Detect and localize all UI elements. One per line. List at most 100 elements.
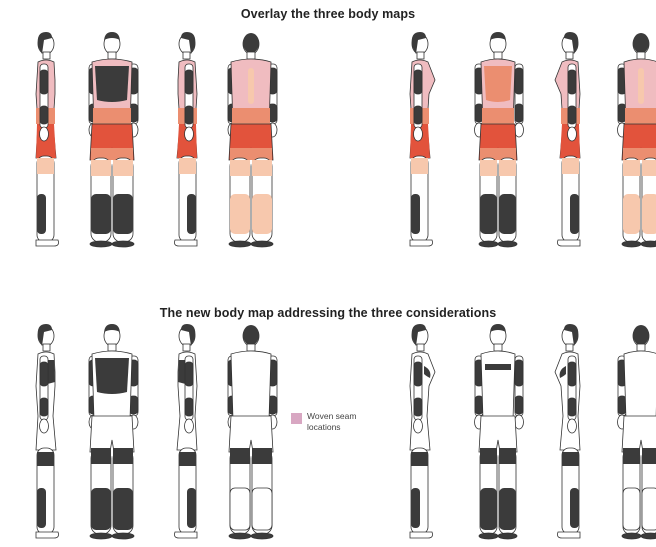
thigh-band-right — [113, 160, 133, 176]
upper-arm-band — [568, 362, 576, 386]
foot-left — [622, 241, 641, 247]
foot-shape — [410, 240, 433, 246]
upper-arm-band — [40, 70, 48, 94]
foot-left — [479, 241, 498, 247]
hips-shape — [479, 416, 517, 452]
foot-shape — [558, 240, 581, 246]
neck-shape — [183, 344, 190, 351]
body-figure — [475, 32, 524, 247]
thigh-band-right — [252, 160, 272, 176]
hand-shape — [185, 419, 194, 433]
forearm-band — [40, 398, 48, 416]
forearm-band-left — [475, 104, 483, 122]
calf-band-left — [91, 488, 111, 530]
upper-arm-band — [40, 362, 48, 386]
calf-band-right — [113, 194, 133, 234]
forearm-band-left — [475, 396, 483, 414]
hand-shape — [568, 127, 577, 141]
calf-band-right — [499, 488, 516, 530]
calf-band-left — [230, 194, 250, 234]
torso-shape — [481, 351, 515, 423]
thigh-band-right — [252, 448, 272, 464]
body-figure — [555, 324, 580, 538]
body-figure — [410, 324, 435, 538]
male-new-map-front-figure — [89, 324, 138, 539]
thigh-band-left — [230, 448, 250, 464]
hand-shape — [40, 127, 49, 141]
female-overlay-side-right-figure — [555, 32, 580, 246]
neck-shape — [637, 344, 645, 351]
calf-band-right — [252, 194, 272, 234]
female-overlay-figures — [372, 20, 656, 255]
neck-shape — [566, 344, 573, 351]
calf-band — [570, 194, 579, 234]
neck-shape — [43, 52, 50, 59]
thigh-band-right — [642, 160, 656, 176]
chest-zone — [95, 358, 129, 394]
neck-shape — [637, 52, 645, 59]
foot-right — [498, 533, 517, 539]
calf-band — [37, 194, 46, 234]
calf-band-left — [91, 194, 111, 234]
female-new-map-front-figure — [475, 324, 524, 539]
foot-right — [251, 533, 273, 539]
upper-arm-band — [414, 70, 422, 94]
calf-band-left — [623, 488, 640, 530]
body-figure — [555, 32, 580, 246]
body-figure — [410, 32, 435, 246]
body-figure — [175, 324, 198, 538]
forearm-band — [40, 106, 48, 124]
male-new-map-back-figure — [228, 325, 277, 539]
calf-band — [187, 194, 196, 234]
calf-band-left — [230, 488, 250, 530]
male-new-map-figures — [0, 312, 300, 547]
male-overlay-back-figure — [228, 33, 277, 247]
forearm-band — [414, 398, 422, 416]
male-overlay-side-left-figure — [36, 32, 59, 246]
female-new-map-back-figure — [618, 325, 656, 539]
woven-seam-swatch — [291, 413, 302, 424]
female-overlay-back-figure — [618, 33, 656, 247]
neck-shape — [417, 52, 424, 59]
foot-left — [229, 533, 251, 539]
body-figure — [618, 325, 656, 539]
upper-arm-band — [185, 362, 193, 386]
hair-shape — [633, 33, 649, 53]
foot-left — [90, 241, 112, 247]
foot-right — [112, 533, 134, 539]
calf-band — [37, 488, 46, 528]
forearm-band — [414, 106, 422, 124]
neck-shape — [566, 52, 573, 59]
hips-shape — [622, 416, 656, 452]
body-figure — [175, 32, 198, 246]
neck-shape — [494, 52, 502, 59]
foot-shape — [558, 532, 581, 538]
calf-band-right — [642, 488, 656, 530]
calf-band-right — [252, 488, 272, 530]
thigh-band-left — [623, 448, 640, 464]
hand-shape — [185, 127, 194, 141]
female-overlay-front-figure — [475, 32, 524, 247]
foot-left — [229, 241, 251, 247]
neck-shape — [108, 344, 116, 351]
torso-shape — [231, 351, 271, 423]
thigh-band-left — [91, 160, 111, 176]
calf-band-left — [480, 194, 497, 234]
thigh-band-left — [230, 160, 250, 176]
body-figure — [618, 33, 656, 247]
hair-shape — [243, 325, 259, 345]
body-figure — [89, 32, 138, 247]
thigh-band — [562, 158, 579, 174]
hand-shape — [568, 419, 577, 433]
neck-shape — [183, 52, 190, 59]
overlay-title: Overlay the three body maps — [0, 7, 656, 21]
thigh-band — [411, 158, 428, 174]
thigh-band — [179, 452, 196, 466]
foot-shape — [36, 532, 59, 538]
forearm-band — [185, 106, 193, 124]
foot-right — [112, 241, 134, 247]
male-overlay-front-figure — [89, 32, 138, 247]
calf-band-right — [499, 194, 516, 234]
forearm-band-right — [515, 396, 523, 414]
foot-shape — [410, 532, 433, 538]
